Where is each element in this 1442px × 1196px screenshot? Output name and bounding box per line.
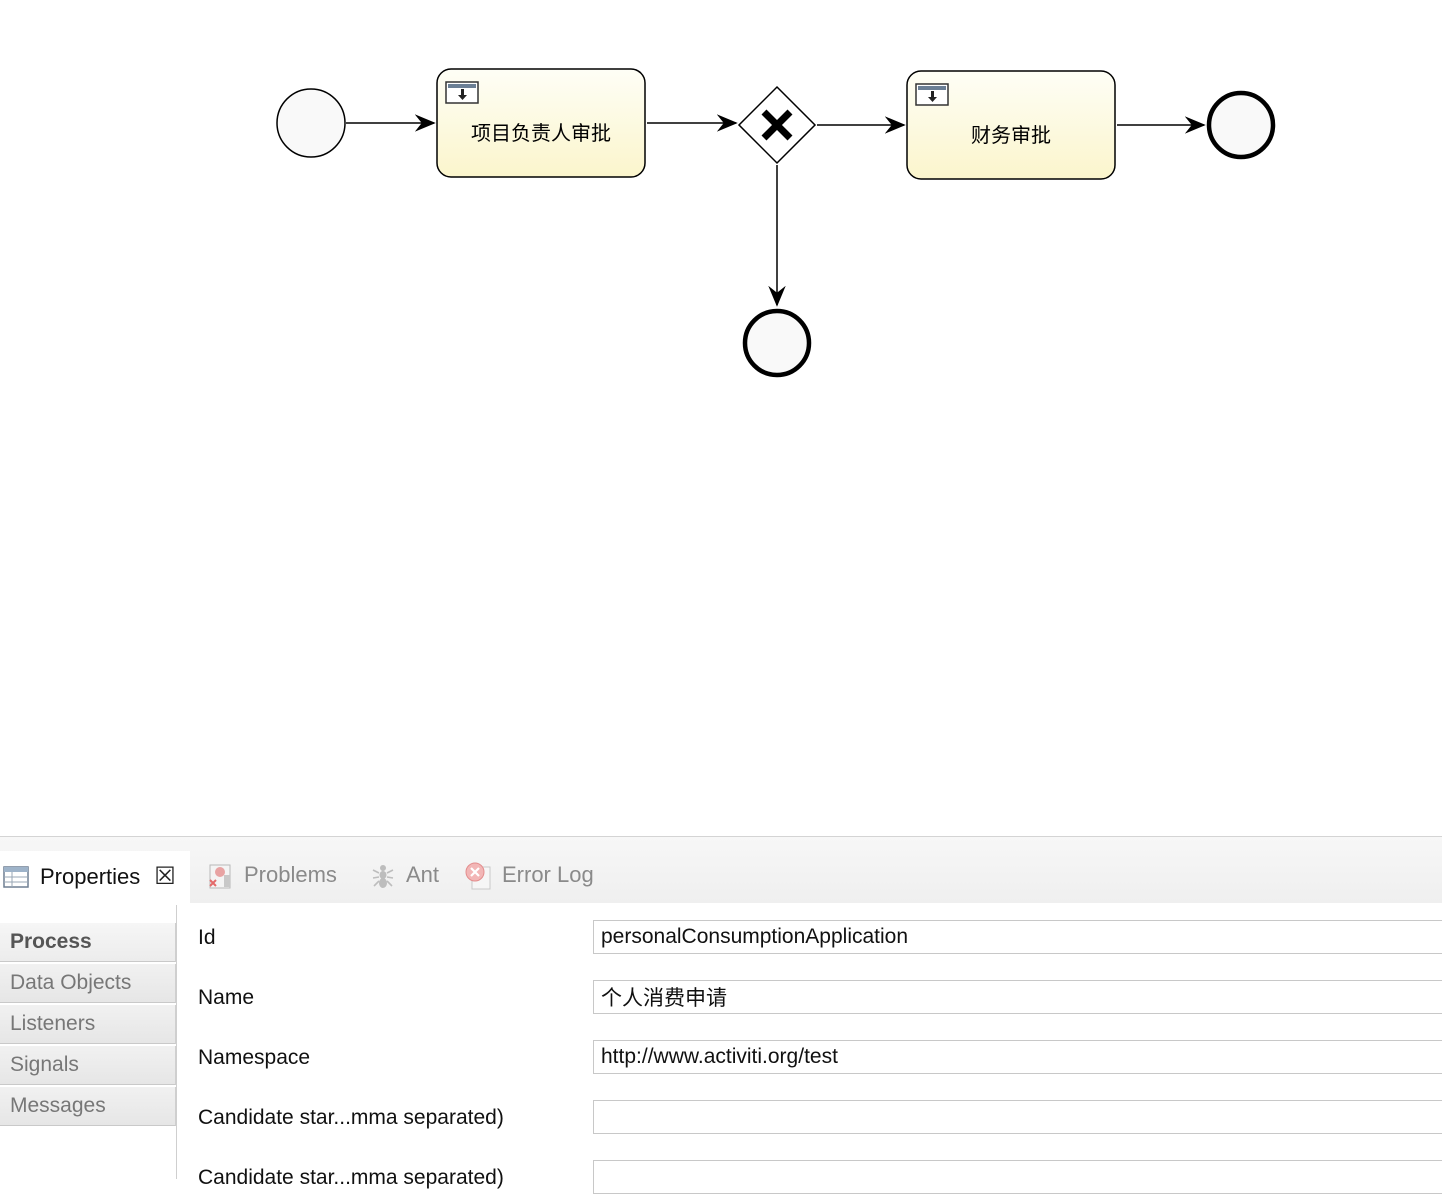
property-row-candidate-starter-groups: Candidate star...mma separated) — [198, 1160, 1442, 1196]
panel-divider — [176, 905, 177, 1179]
tab-properties[interactable]: Properties ☒ — [0, 851, 190, 903]
property-row-namespace: Namespace — [198, 1040, 1442, 1076]
user-task[interactable]: 项目负责人审批 — [436, 68, 646, 178]
property-row-id: Id — [198, 920, 1442, 956]
field-label: Candidate star...mma separated) — [198, 1106, 504, 1129]
field-label: Candidate star...mma separated) — [198, 1166, 504, 1189]
view-tab-bar: Properties ☒ Problems — [0, 837, 1442, 903]
sidebar-item-data-objects[interactable]: Data Objects — [0, 964, 176, 1003]
sidebar-item-signals[interactable]: Signals — [0, 1046, 176, 1085]
error-log-icon — [464, 861, 492, 890]
end-event[interactable] — [1206, 90, 1276, 160]
candidate-starter-groups-field[interactable] — [593, 1160, 1442, 1194]
task-label: 项目负责人审批 — [471, 121, 611, 145]
id-field[interactable] — [593, 920, 1442, 954]
properties-panel: Properties ☒ Problems — [0, 836, 1442, 1194]
user-task-icon — [915, 83, 949, 106]
namespace-field[interactable] — [593, 1040, 1442, 1074]
property-row-candidate-starter-users: Candidate star...mma separated) — [198, 1100, 1442, 1136]
name-field[interactable] — [593, 980, 1442, 1014]
field-label: Namespace — [198, 1046, 311, 1069]
user-task-icon — [445, 81, 479, 104]
sidebar-item-listeners[interactable]: Listeners — [0, 1005, 176, 1044]
property-row-name: Name — [198, 980, 1442, 1016]
tab-label: Problems — [244, 862, 337, 887]
candidate-starter-users-field[interactable] — [593, 1100, 1442, 1134]
gateway-x-icon — [761, 109, 793, 141]
table-icon — [2, 863, 30, 891]
tab-label: Properties — [40, 864, 141, 889]
field-label: Name — [198, 986, 255, 1009]
bpmn-diagram: 项目负责人审批 财务审批 — [276, 68, 1276, 378]
tab-ant[interactable]: Ant — [370, 851, 439, 899]
problems-icon — [206, 861, 234, 889]
tab-label: Ant — [406, 862, 440, 887]
task-label: 财务审批 — [971, 123, 1051, 147]
exclusive-gateway[interactable] — [737, 85, 817, 165]
user-task[interactable]: 财务审批 — [906, 70, 1116, 180]
close-icon[interactable]: ☒ — [154, 863, 176, 890]
tab-problems[interactable]: Problems — [206, 851, 337, 899]
start-event[interactable] — [276, 88, 346, 158]
properties-sidebar: Process Data Objects Listeners Signals M… — [0, 923, 176, 1128]
ant-icon — [370, 861, 396, 889]
sidebar-item-messages[interactable]: Messages — [0, 1087, 176, 1126]
tab-label: Error Log — [502, 862, 594, 887]
tab-error-log[interactable]: Error Log — [464, 851, 594, 899]
sidebar-item-process[interactable]: Process — [0, 923, 176, 962]
diagram-canvas[interactable]: 项目负责人审批 财务审批 — [0, 0, 1442, 836]
end-event[interactable] — [742, 308, 812, 378]
field-label: Id — [198, 926, 216, 949]
